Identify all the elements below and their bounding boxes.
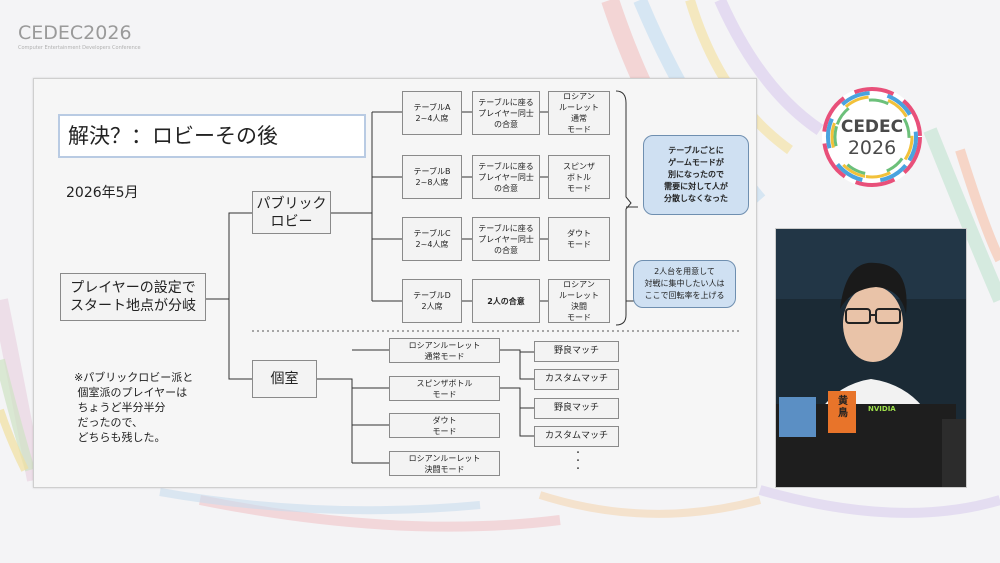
callout-bubble-demand: テーブルごとに ゲームモードが 別になったので 需要に対して人が 分散しなくなっ…	[643, 135, 749, 215]
speaker-camera-feed: 黄 鳥 NVIDIA	[775, 228, 967, 488]
logo-line1: CEDEC	[840, 117, 904, 137]
presentation-slide: 解決？：ロビーその後 2026年5月 プレイヤーの設定で スタート地点が分岐 パ…	[33, 78, 757, 488]
callout-bubble-two-seat: 2人台を用意して 対戦に集中したい人は ここで回転率を上げる	[633, 260, 736, 308]
private-mode-box: スピンザボトル モード	[389, 376, 500, 401]
table-a-rule-box: テーブルに座る プレイヤー同士 の合意	[472, 91, 540, 135]
table-d-rule-box: 2人の合意	[472, 279, 540, 323]
logo-line2: 2026	[847, 137, 897, 159]
connector-lines	[206, 90, 739, 464]
root-branch-box: プレイヤーの設定で スタート地点が分岐	[60, 273, 206, 321]
private-mode-box: ダウト モード	[389, 413, 500, 438]
match-type-box: 野良マッチ	[534, 341, 619, 362]
continuation-dots: ・ ・ ・	[574, 448, 582, 473]
cedec-wordmark: CEDEC2026 Computer Entertainment Develop…	[18, 22, 141, 51]
cedec-logo: CEDEC 2026	[818, 83, 926, 191]
speaker-photo	[776, 229, 966, 487]
wordmark-text: CEDEC2026	[18, 22, 132, 44]
logo-ring-icon	[822, 87, 922, 187]
table-a-box: テーブルA 2~4人席	[402, 91, 462, 135]
table-b-box: テーブルB 2~8人席	[402, 155, 462, 199]
match-type-box: 野良マッチ	[534, 398, 619, 419]
public-lobby-box: パブリック ロビー	[252, 191, 331, 234]
footnote: ※パブリックロビー派と 個室派のプレイヤーは ちょうど半分半分 だったので、 ど…	[74, 371, 194, 444]
table-a-mode-box: ロシアン ルーレット 通常 モード	[548, 91, 610, 135]
sticker-text: 黄 鳥	[838, 396, 848, 419]
match-type-box: カスタムマッチ	[534, 369, 619, 390]
table-c-box: テーブルC 2~4人席	[402, 217, 462, 261]
laptop-brand-label: NVIDIA	[868, 405, 896, 413]
table-c-mode-box: ダウト モード	[548, 217, 610, 261]
slide-title: 解決？：ロビーその後	[58, 114, 366, 158]
private-room-box: 個室	[252, 360, 317, 398]
match-type-box: カスタムマッチ	[534, 426, 619, 447]
private-mode-box: ロシアンルーレット 通常モード	[389, 338, 500, 363]
private-mode-box: ロシアンルーレット 決闘モード	[389, 451, 500, 476]
slide-date: 2026年5月	[66, 185, 139, 201]
table-b-rule-box: テーブルに座る プレイヤー同士 の合意	[472, 155, 540, 199]
table-b-mode-box: スピンザ ボトル モード	[548, 155, 610, 199]
wordmark-subline: Computer Entertainment Developers Confer…	[18, 45, 141, 51]
table-d-mode-box: ロシアン ルーレット 決闘 モード	[548, 279, 610, 323]
table-d-box: テーブルD 2人席	[402, 279, 462, 323]
table-c-rule-box: テーブルに座る プレイヤー同士 の合意	[472, 217, 540, 261]
